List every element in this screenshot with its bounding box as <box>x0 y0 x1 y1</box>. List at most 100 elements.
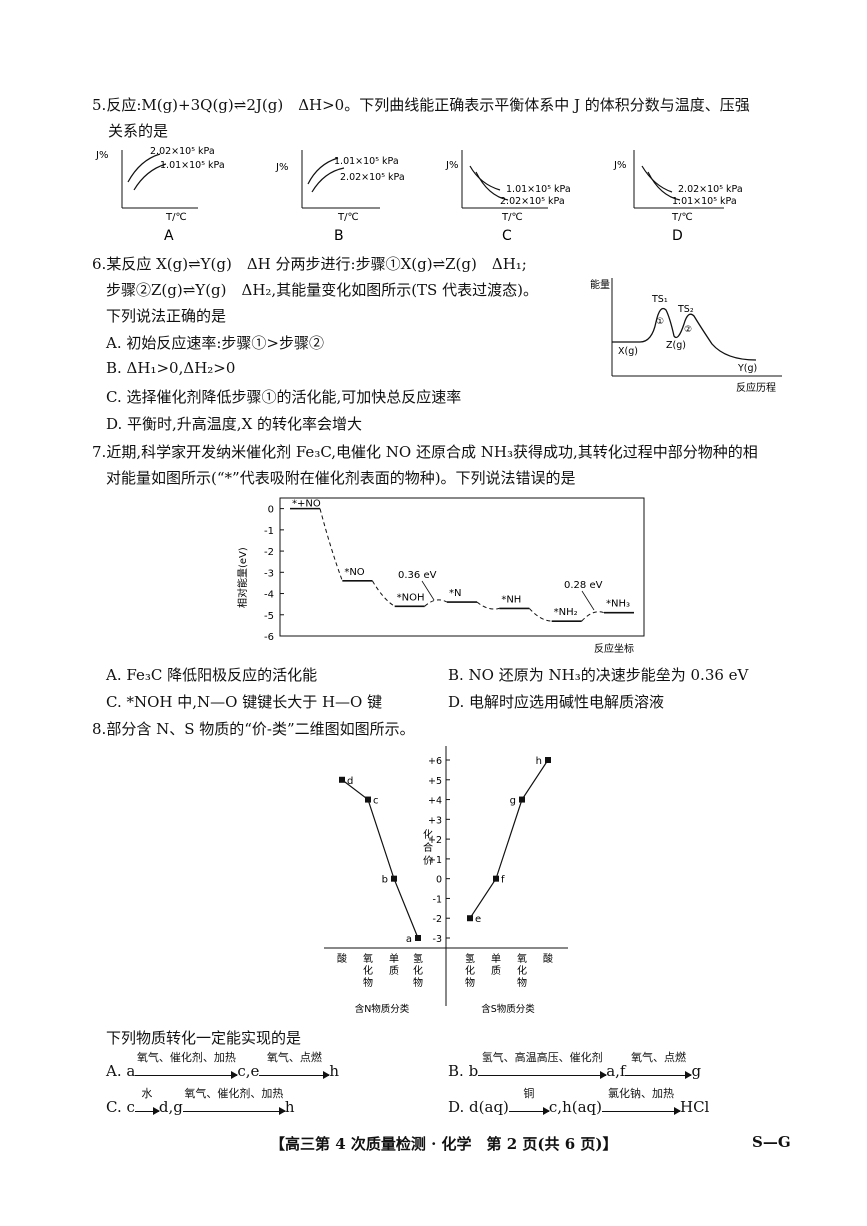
q8-n-category-label: 单 <box>389 953 399 965</box>
q6-diagram-x: X(g) <box>618 346 638 357</box>
q8-a-s3: h <box>329 1062 340 1080</box>
q8-ytick-label: +3 <box>428 815 442 826</box>
q6-option-c: C. 选择催化剂降低步骤①的活化能,可加快总反应速率 <box>106 388 462 406</box>
q8-a-arrow2-label: 氧气、点燃 <box>266 1051 322 1064</box>
q6-diagram-y: Y(g) <box>737 363 757 374</box>
q7-annotation-028-arrow <box>581 590 595 611</box>
q8-s-point-h <box>545 757 551 763</box>
q6-line3: 下列说法正确的是 <box>106 307 227 325</box>
q8-b-arrow2: 氧气、点燃 <box>625 1051 693 1080</box>
q8-s-category-label: 化 <box>465 964 475 977</box>
q6-energy-diagram: 能量 TS₁ TS₂ ① ② X(g) Z(g) Y(g) 反应历程 <box>590 278 782 394</box>
q6-diagram-ts2: TS₂ <box>677 304 694 315</box>
page-footer: 【高三第 4 次质量检测 · 化学 第 2 页(共 6 页)】 <box>270 1135 618 1153</box>
q7-level-label-5: *NH₂ <box>554 607 578 618</box>
q7-level-label-3: *N <box>449 588 461 599</box>
q8-ytick-label: 0 <box>436 875 442 886</box>
q7-connector-2 <box>371 580 395 607</box>
q8-s-point-f <box>493 875 499 882</box>
q7-ytick-label: -2 <box>264 547 274 558</box>
q5-graph-b: J% 1.01×10⁵ kPa 2.02×10⁵ kPa T/℃ B <box>275 150 405 244</box>
q5-graph-d: J% 2.02×10⁵ kPa 1.01×10⁵ kPa T/℃ D <box>613 150 743 244</box>
q8-a-arrow1: 氧气、催化剂、加热 <box>135 1051 239 1080</box>
q7-option-c: C. *NOH 中,N—O 键键长大于 H—O 键 <box>106 693 383 711</box>
q5-b-ylabel: J% <box>275 162 288 173</box>
q8-n-category-label: 物 <box>363 976 373 989</box>
q8-b-arrow2-label: 氧气、点燃 <box>630 1051 686 1064</box>
q7-connector-4 <box>476 601 500 610</box>
q8-n-label-d: d <box>347 776 353 787</box>
q8-a-s1: a <box>126 1062 136 1080</box>
q5-line1: 5.反应:M(g)+3Q(g)⇌2J(g) ΔH>0。下列曲线能正确表示平衡体系… <box>92 94 750 115</box>
q7-ytick-label: -5 <box>264 611 274 622</box>
q8-ytick-label: +2 <box>428 835 442 846</box>
q6-diagram-ts1: TS₁ <box>651 294 668 305</box>
q5-line2: 关系的是 <box>108 122 169 140</box>
q7-chart-xlabel: 反应坐标 <box>594 642 634 655</box>
q5-graph-c: J% 1.01×10⁵ kPa 2.02×10⁵ kPa T/℃ C <box>445 150 571 244</box>
q8-s-label-e: e <box>475 914 481 925</box>
q8-n-category-label: 物 <box>413 976 423 989</box>
q7-chart-ylabel: 相对能量(eV) <box>236 547 249 608</box>
q6-option-b: B. ΔH₁>0,ΔH₂>0 <box>106 359 236 377</box>
q8-s-label-g: g <box>510 796 516 807</box>
q8-a-arrow2: 氧气、点燃 <box>259 1051 331 1080</box>
q5-text-b: 2J(g) ΔH>0。下列曲线能正确表示平衡体系中 J 的体积分数与温度、压强 <box>246 96 750 114</box>
q6-option-d: D. 平衡时,升高温度,X 的转化率会增大 <box>106 415 363 433</box>
q8-c-s1: c <box>126 1098 135 1116</box>
q8-s-category-label: 氧 <box>517 952 527 965</box>
q6-diagram-step2: ② <box>684 325 692 335</box>
q8-d-s3: HCl <box>680 1098 710 1116</box>
q8-axis-label-char: 化 <box>423 828 433 841</box>
q8-s-label-f: f <box>501 875 505 886</box>
q8-text-1: 部分含 N、S 物质的“价-类”二维图如图所示。 <box>106 720 415 738</box>
q8-ytick-label: -3 <box>433 934 442 945</box>
q8-n-point-d <box>339 776 345 783</box>
q5-c-upper: 1.01×10⁵ kPa <box>506 184 571 195</box>
q8-s-point-e <box>467 915 473 922</box>
q8-c-arrow1-label: 水 <box>141 1087 153 1100</box>
q8-ytick-label: -2 <box>433 914 442 925</box>
q6-diagram-ylabel: 能量 <box>590 278 610 291</box>
q8-b-arrow1: 氢气、高温高压、催化剂 <box>478 1051 608 1080</box>
q8-d-arrow2-label: 氯化钠、加热 <box>608 1087 674 1100</box>
q8-c-arrow1: 水 <box>134 1087 160 1116</box>
q8-d-s1: d(aq) <box>469 1098 509 1116</box>
q8-d-arrow1-label: 铜 <box>523 1087 535 1100</box>
q8-s-category-label: 物 <box>517 976 527 989</box>
q7-connector-1 <box>319 508 343 581</box>
q7-plot-area: 0-1-2-3-4-5-6*+NO*NO*NOH*N*NH*NH₂*NH₃ <box>264 497 645 643</box>
q8-n-category-label: 化 <box>363 964 373 977</box>
q8-n-point-a <box>415 935 421 941</box>
q7-text-1: 近期,科学家开发纳米催化剂 Fe₃C,电催化 NO 还原合成 NH₃获得成功,其… <box>106 443 758 461</box>
q5-b-letter: B <box>334 228 344 244</box>
q8-b-s1: b <box>468 1062 479 1080</box>
q8-ytick-label: -1 <box>433 894 442 905</box>
q8-n-group-label: 含N物质分类 <box>355 1003 410 1015</box>
q7-ytick-label: -3 <box>264 568 274 579</box>
q5-b-xlabel: T/℃ <box>337 212 359 223</box>
q8-ytick-label: +4 <box>428 796 442 807</box>
q8-s-category-label: 化 <box>517 964 527 977</box>
q5-c-letter: C <box>502 228 512 244</box>
q6-line1: 6.某反应 X(g)⇌Y(g) ΔH 分两步进行:步骤①X(g)⇌Z(g) ΔH… <box>92 253 527 274</box>
q8-c-s3: h <box>284 1098 295 1116</box>
q5-b-lower: 2.02×10⁵ kPa <box>340 172 405 183</box>
q8-n-category-label: 化 <box>413 964 423 977</box>
q5-c-xlabel: T/℃ <box>501 212 523 223</box>
q6-diagram-xlabel: 反应历程 <box>736 381 776 394</box>
q8-b-s3: g <box>691 1062 702 1080</box>
q8-s-category-label: 质 <box>491 965 501 977</box>
q7-level-label-1: *NO <box>344 567 364 578</box>
equilibrium-arrow-icon: ⇌ <box>233 96 247 114</box>
q5-d-xlabel: T/℃ <box>671 212 693 223</box>
q6-diagram-z: Z(g) <box>666 340 686 351</box>
q7-annotation-036: 0.36 eV <box>398 570 437 581</box>
q6-text-1: 某反应 X(g)⇌Y(g) ΔH 分两步进行:步骤①X(g)⇌Z(g) ΔH₁; <box>106 255 527 273</box>
q8-c-arrow2-label: 氧气、催化剂、加热 <box>184 1087 284 1100</box>
q8-number: 8. <box>92 720 107 738</box>
q8-axis-label-char: 价 <box>423 855 433 867</box>
q7-option-a: A. Fe₃C 降低阳极反应的活化能 <box>106 666 318 684</box>
